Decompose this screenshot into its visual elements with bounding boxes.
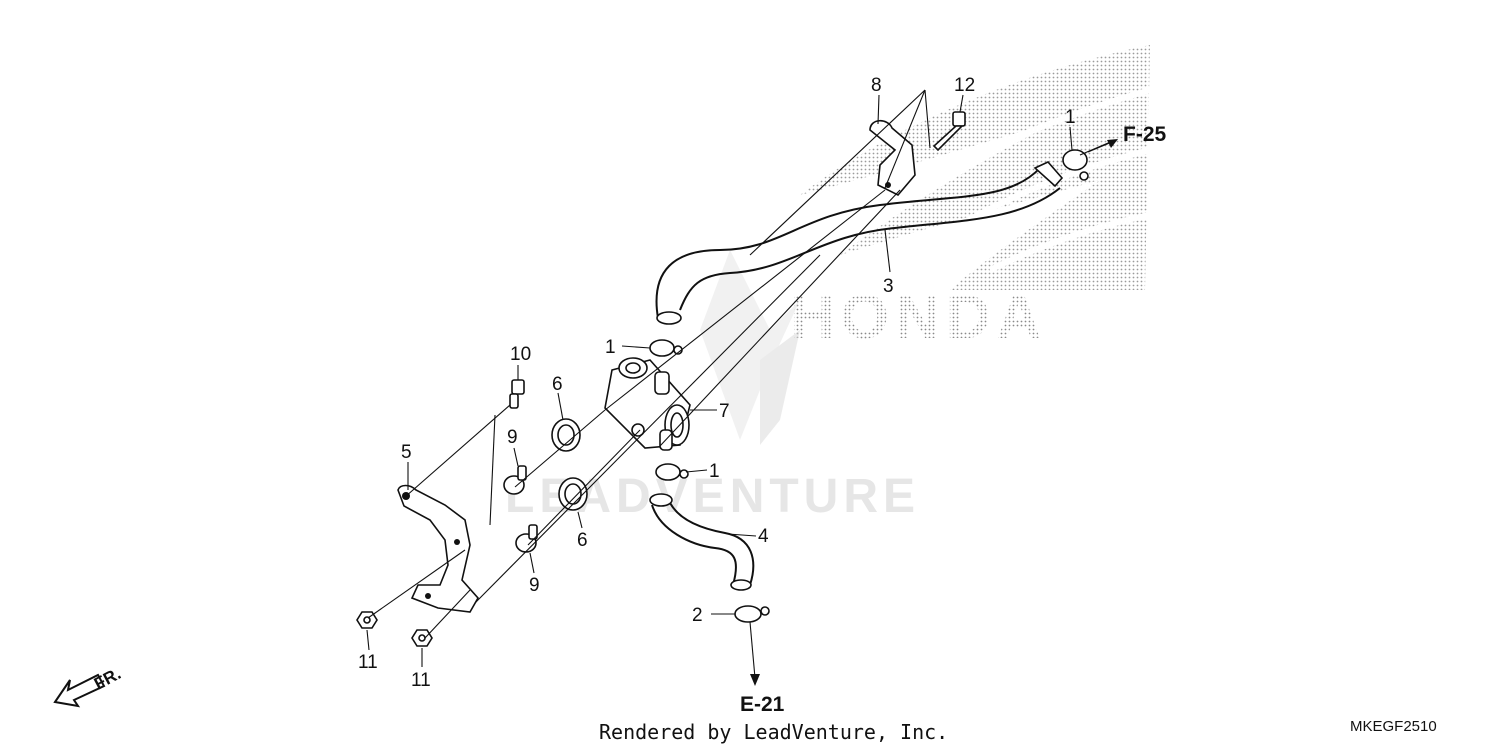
reference-e21[interactable]: E-21 xyxy=(740,693,785,716)
callout-1-top: 1 xyxy=(1065,107,1076,128)
assembly-guide-lines xyxy=(367,89,1116,639)
callout-3: 3 xyxy=(883,276,894,297)
callout-12: 12 xyxy=(954,75,975,96)
render-credit: Rendered by LeadVenture, Inc. xyxy=(599,720,948,744)
leadventure-logo-watermark xyxy=(700,250,800,445)
honda-brand-watermark: HONDA xyxy=(790,283,1047,352)
air-injection-valve-7 xyxy=(604,357,691,451)
hose-clamp-1-lower xyxy=(655,463,689,481)
callout-11-right: 11 xyxy=(411,670,431,691)
bracket-5 xyxy=(397,484,479,613)
callout-11-left: 11 xyxy=(358,652,378,673)
hose-clamp-2 xyxy=(734,605,770,623)
callout-10: 10 xyxy=(510,344,531,365)
arrow-to-e21 xyxy=(749,621,760,686)
callout-6-upper: 6 xyxy=(552,374,563,395)
hose-4 xyxy=(649,493,755,591)
callout-4: 4 xyxy=(758,526,769,547)
nut-11-left xyxy=(356,611,378,629)
clamp-bracket-8 xyxy=(869,119,916,196)
diagram-code: MKEGF2510 xyxy=(1350,718,1437,735)
rubber-mount-6-lower xyxy=(558,477,588,511)
callout-6-lower: 6 xyxy=(577,530,588,551)
nut-11-right xyxy=(411,629,433,647)
callout-8: 8 xyxy=(871,75,882,96)
front-arrow-icon xyxy=(53,673,106,708)
callout-1-lower: 1 xyxy=(709,461,720,482)
callout-7: 7 xyxy=(719,401,730,422)
callout-1-middle: 1 xyxy=(605,337,616,358)
collar-9-lower xyxy=(515,524,538,553)
hose-3 xyxy=(655,161,1064,325)
callout-9-upper: 9 xyxy=(507,427,518,448)
callout-5: 5 xyxy=(401,442,412,463)
collar-9-upper xyxy=(503,465,527,495)
arrow-to-f25 xyxy=(1087,139,1118,153)
callout-2: 2 xyxy=(692,605,703,626)
bolt-10 xyxy=(509,379,525,409)
reference-f25[interactable]: F-25 xyxy=(1123,123,1167,146)
callout-9-lower: 9 xyxy=(529,575,540,596)
bolt-12 xyxy=(932,111,966,152)
callout-leaders xyxy=(366,94,1073,667)
